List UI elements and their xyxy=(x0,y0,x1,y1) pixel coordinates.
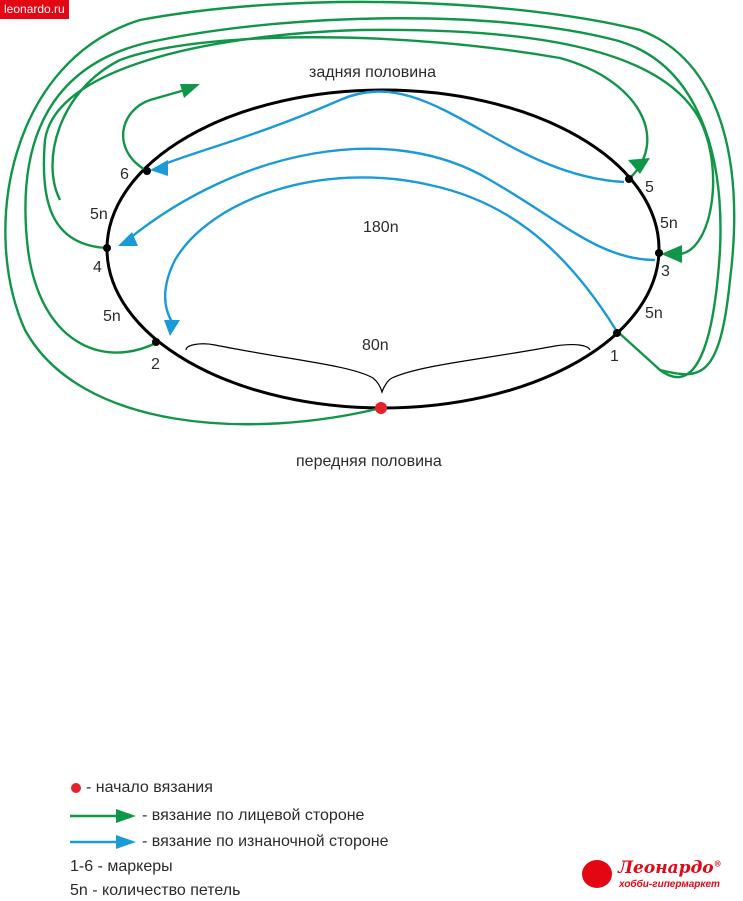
green-path-6 xyxy=(121,88,186,173)
legend-markers-text: 1-6 - маркеры xyxy=(70,858,173,875)
marker-5-dot xyxy=(625,175,633,183)
leonardo-logo[interactable]: Леонардо® хобби-гипермаркет xyxy=(582,858,742,892)
blue-arrow-4 xyxy=(118,232,138,246)
back-half-label: задняя половина xyxy=(309,64,436,81)
green-arrow-5 xyxy=(628,158,650,174)
logo-tagline: хобби-гипермаркет xyxy=(619,879,720,890)
marker-6-dot xyxy=(143,167,151,175)
marker-3-dot xyxy=(655,249,663,257)
marker-3-label: 3 xyxy=(661,263,670,280)
total-stitches-label: 180n xyxy=(363,219,399,236)
legend-right-side-text: - вязание по лицевой стороне xyxy=(142,807,365,824)
marker-4-dot xyxy=(103,244,111,252)
legend-count-text: 5n - количество петель xyxy=(70,882,241,899)
legend-start-text: - начало вязания xyxy=(86,779,213,796)
legend-start-dot xyxy=(71,783,81,793)
marker-5-label: 5 xyxy=(645,179,654,196)
right-side-paths xyxy=(4,0,736,426)
registered-mark: ® xyxy=(713,858,722,869)
legend-green-arrow xyxy=(116,809,136,823)
green-arrow-3 xyxy=(661,245,682,263)
blue-arrow-6 xyxy=(150,160,168,176)
legend-wrong-side-text: - вязание по изнаночной стороне xyxy=(142,833,389,850)
count-label-4-2: 5n xyxy=(103,308,121,325)
count-label-5-3: 5n xyxy=(660,215,678,232)
count-label-3-1: 5n xyxy=(645,305,663,322)
count-label-6-4: 5n xyxy=(90,206,108,223)
legend-blue-arrow xyxy=(116,835,136,849)
site-tag[interactable]: leonardo.ru xyxy=(0,0,69,19)
marker-6-label: 6 xyxy=(120,166,129,183)
logo-name: Леонардо® xyxy=(618,858,722,878)
front-half-label: передняя половина xyxy=(296,453,442,470)
marker-4-label: 4 xyxy=(93,259,102,276)
wrong-side-paths xyxy=(129,90,656,331)
palette-icon xyxy=(582,860,612,888)
marker-1-dot xyxy=(613,329,621,337)
blue-path-1-2 xyxy=(164,176,618,331)
blue-arrow-2 xyxy=(164,320,180,336)
blue-path-5-6 xyxy=(161,90,625,184)
start-dot xyxy=(375,402,387,414)
front-brace xyxy=(185,343,591,395)
marker-2-dot xyxy=(152,338,160,346)
oval-outline xyxy=(105,88,661,410)
marker-1-label: 1 xyxy=(610,348,619,365)
green-arrow-top xyxy=(180,84,200,98)
green-path-2-start xyxy=(24,17,722,379)
blue-path-3-4 xyxy=(129,147,656,262)
marker-2-label: 2 xyxy=(151,356,160,373)
green-path-4 xyxy=(42,28,715,256)
green-path-5 xyxy=(51,36,649,201)
green-path-outer xyxy=(4,0,736,426)
front-stitches-label: 80n xyxy=(362,337,389,354)
